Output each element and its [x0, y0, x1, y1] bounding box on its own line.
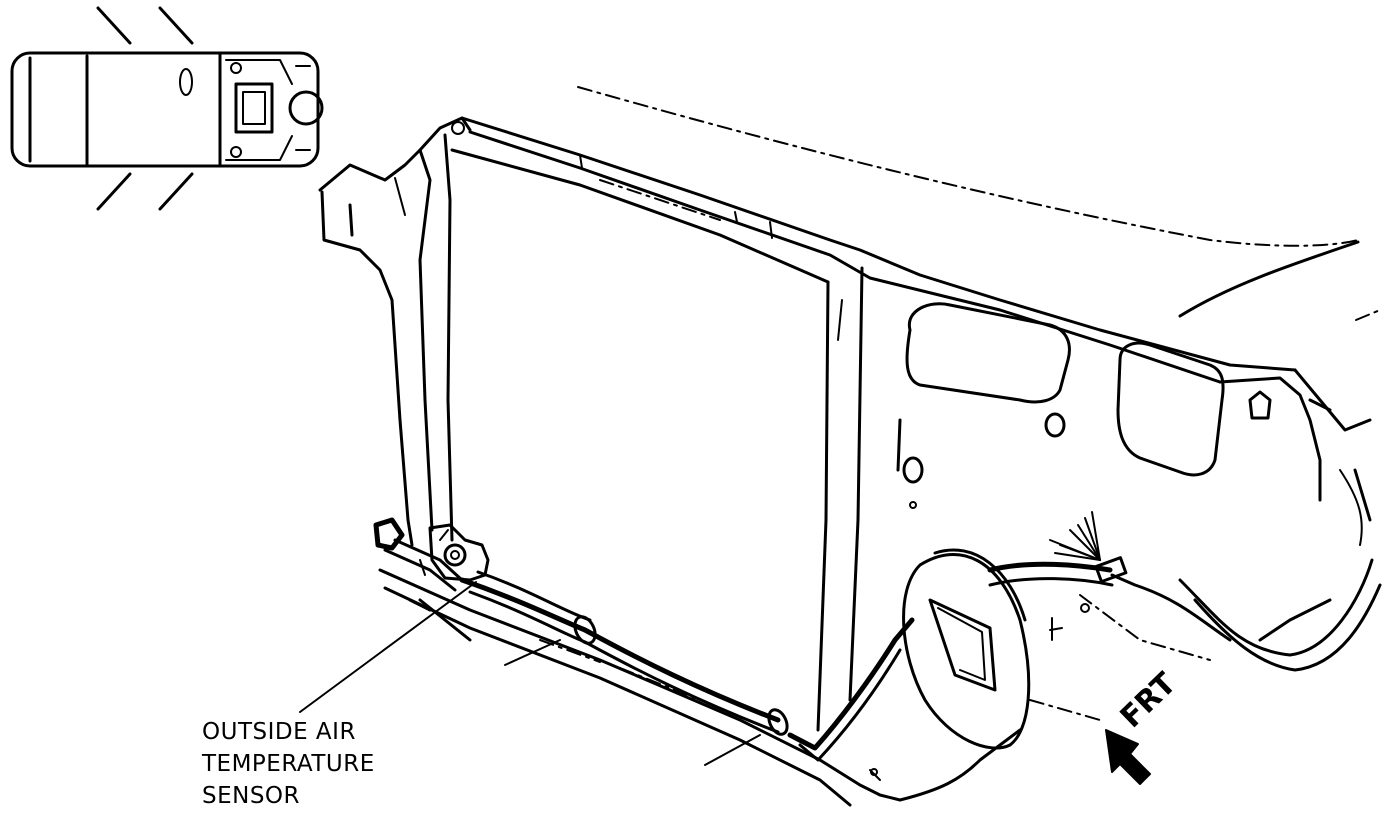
wiring-harness — [459, 511, 1232, 762]
fender-wheel-well — [1029, 469, 1382, 721]
hood-outline — [577, 86, 1381, 321]
harness-connector-cover — [902, 548, 1031, 750]
temperature-sensor-icon — [373, 517, 490, 612]
front-direction-arrow-icon — [1105, 729, 1151, 785]
callout-leader-line — [299, 581, 477, 713]
callout-label-sensor: OUTSIDE AIR TEMPERATURE SENSOR — [202, 716, 375, 812]
callout-line-3: SENSOR — [202, 783, 301, 809]
vehicle-top-view-locator-icon — [10, 6, 324, 211]
reference-marks — [504, 617, 1063, 766]
radiator-support-frame — [318, 116, 1372, 807]
callout-line-2: TEMPERATURE — [202, 751, 375, 777]
callout-line-1: OUTSIDE AIR — [202, 719, 356, 745]
